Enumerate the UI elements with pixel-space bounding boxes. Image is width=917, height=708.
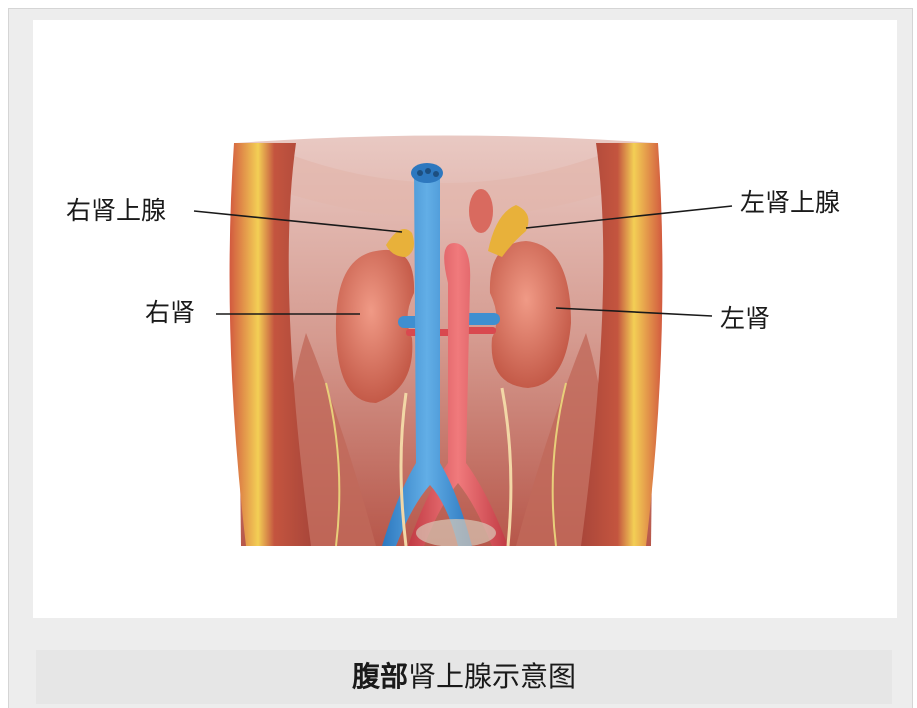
figure-caption: 腹部肾上腺示意图 bbox=[36, 650, 892, 704]
leader-right-adrenal bbox=[194, 211, 402, 232]
leader-left-adrenal bbox=[526, 206, 732, 228]
label-right-adrenal: 右肾上腺 bbox=[66, 196, 166, 226]
label-left-kidney: 左肾 bbox=[720, 304, 770, 334]
caption-bold: 腹部 bbox=[352, 660, 408, 693]
label-left-adrenal: 左肾上腺 bbox=[740, 188, 840, 218]
label-right-kidney: 右肾 bbox=[145, 298, 195, 328]
leader-left-kidney bbox=[556, 308, 712, 316]
caption-text: 肾上腺示意图 bbox=[408, 660, 576, 693]
